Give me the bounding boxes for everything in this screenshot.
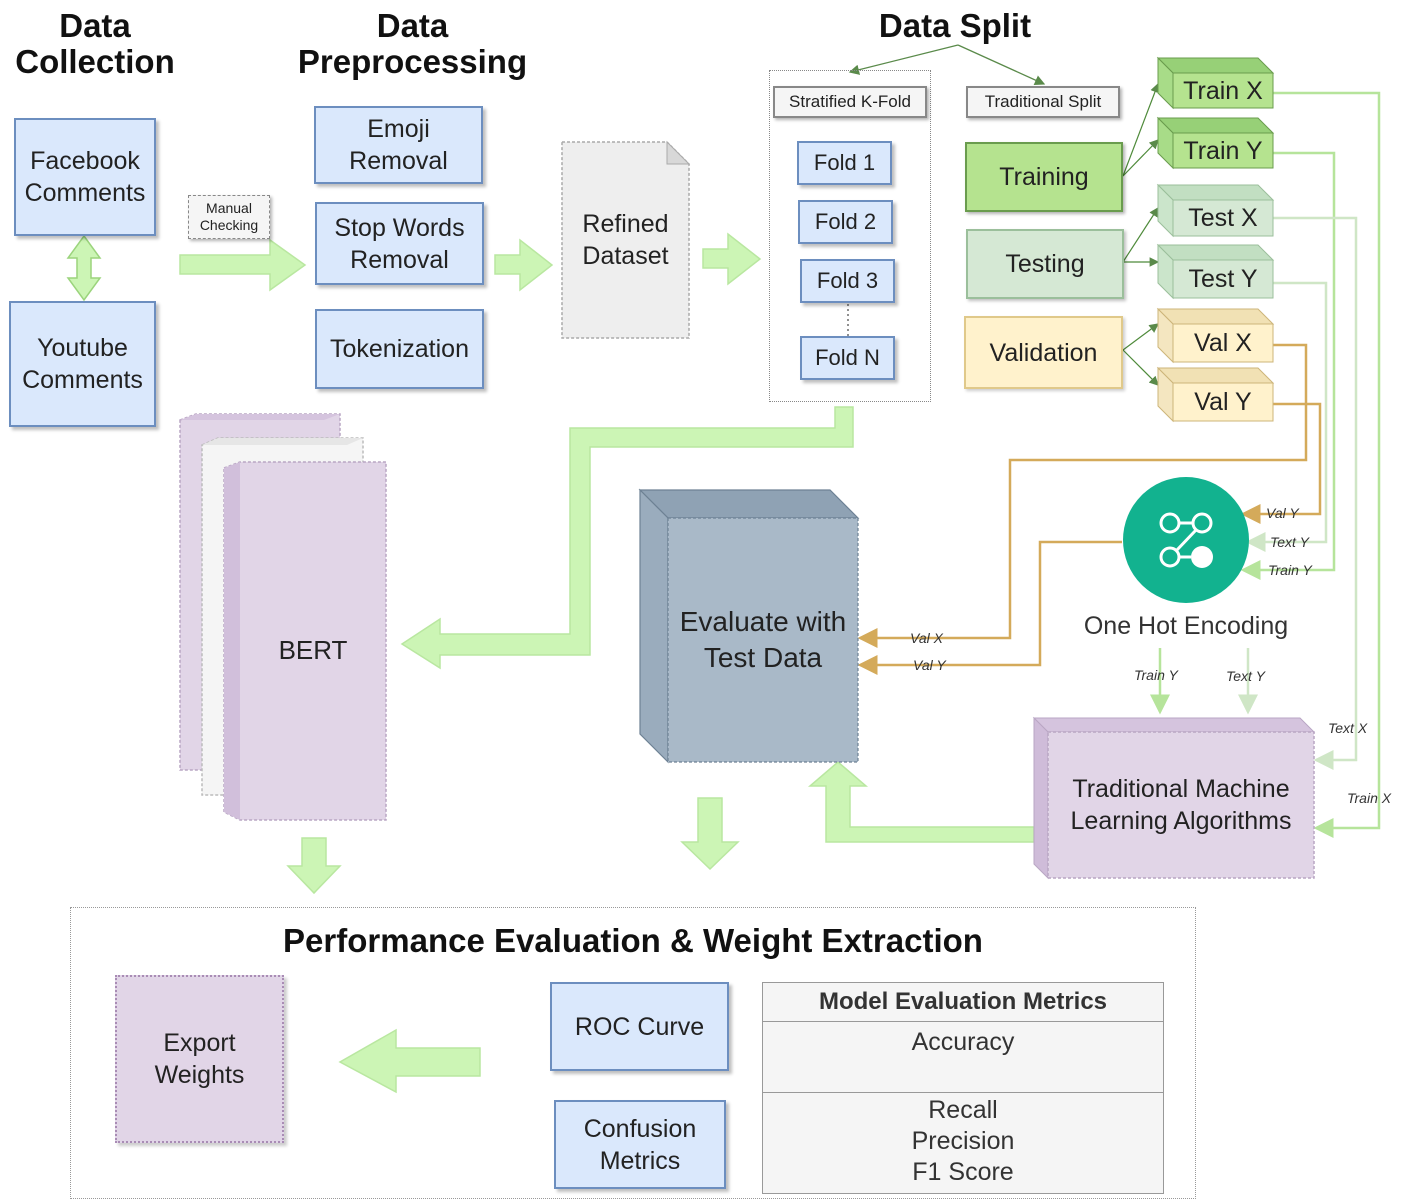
metrics-row-accuracy: Accuracy bbox=[763, 1022, 1163, 1093]
refined-dataset-shape bbox=[561, 140, 691, 339]
header-data-collection: Data Collection bbox=[15, 7, 175, 80]
arrow-bert-down bbox=[286, 837, 342, 895]
ohe-output-train-y-label: Train Y bbox=[1134, 667, 1178, 683]
metrics-table-title: Model Evaluation Metrics bbox=[763, 983, 1163, 1022]
train-y-cube bbox=[1156, 116, 1275, 170]
header-data-preprocessing: Data Preprocessing bbox=[297, 7, 528, 80]
youtube-comments-box: Youtube Comments bbox=[9, 301, 156, 427]
evaluate-cube bbox=[638, 488, 860, 764]
val-x-cube bbox=[1156, 307, 1275, 364]
confusion-metrics-box: Confusion Metrics bbox=[554, 1100, 726, 1189]
val-x-label: Val X bbox=[1194, 329, 1252, 357]
evaluate-input-val-y-label: Val Y bbox=[913, 657, 946, 673]
fold-n-box: Fold N bbox=[800, 336, 895, 380]
testing-box: Testing bbox=[966, 229, 1124, 299]
train-y-label: Train Y bbox=[1183, 136, 1263, 165]
arrow-refined-to-split bbox=[702, 232, 762, 286]
tml-cube bbox=[1032, 716, 1316, 880]
roc-curve-box: ROC Curve bbox=[550, 982, 729, 1071]
val-y-cube bbox=[1156, 366, 1275, 423]
emoji-removal-box: Emoji Removal bbox=[314, 106, 483, 184]
arrow-preprocessing-to-refined bbox=[494, 238, 554, 292]
tml-input-text-x-label: Text X bbox=[1328, 720, 1368, 736]
collection-link-arrow bbox=[66, 234, 102, 302]
ohe-output-text-y-label: Text Y bbox=[1226, 668, 1265, 684]
arrow-collection-to-preprocessing bbox=[179, 238, 307, 292]
test-y-cube bbox=[1156, 243, 1275, 300]
kfold-container bbox=[769, 70, 931, 402]
train-x-label: Train X bbox=[1183, 76, 1263, 105]
manual-checking-box: Manual Checking bbox=[188, 195, 270, 239]
metrics-table: Model Evaluation Metrics Accuracy Recall… bbox=[762, 982, 1164, 1194]
refined-dataset-label: Refined Dataset bbox=[582, 210, 669, 270]
export-weights-box: Export Weights bbox=[115, 975, 284, 1143]
stratified-kfold-box: Stratified K-Fold bbox=[773, 86, 927, 118]
tml-input-train-x-label: Train X bbox=[1347, 790, 1392, 806]
arrow-to-export bbox=[338, 1028, 481, 1094]
traditional-split-box: Traditional Split bbox=[966, 86, 1120, 118]
training-box: Training bbox=[965, 142, 1123, 212]
test-x-cube bbox=[1156, 183, 1275, 238]
facebook-comments-box: Facebook Comments bbox=[14, 118, 156, 236]
performance-title: Performance Evaluation & Weight Extracti… bbox=[283, 922, 983, 959]
validation-box: Validation bbox=[964, 316, 1123, 389]
arrow-kfold-to-bert bbox=[400, 406, 854, 670]
fold-2-box: Fold 2 bbox=[798, 200, 893, 244]
test-y-label: Test Y bbox=[1188, 265, 1258, 293]
tokenization-box: Tokenization bbox=[315, 309, 484, 389]
ohe-input-train-y-label: Train Y bbox=[1268, 562, 1312, 578]
arrow-evaluate-down bbox=[680, 797, 740, 871]
bert-label: BERT bbox=[278, 635, 348, 665]
bert-stack bbox=[179, 413, 387, 821]
tml-label: Traditional Machine Learning Algorithms bbox=[1070, 775, 1292, 835]
ohe-circle bbox=[1123, 477, 1249, 603]
train-x-cube bbox=[1156, 56, 1275, 110]
metrics-row-other: Recall Precision F1 Score bbox=[911, 1096, 1015, 1186]
evaluate-label: Evaluate with Test Data bbox=[679, 606, 847, 673]
test-x-label: Test X bbox=[1188, 204, 1258, 232]
val-y-label: Val Y bbox=[1194, 388, 1252, 416]
stop-words-removal-box: Stop Words Removal bbox=[315, 202, 484, 285]
ohe-input-val-y-label: Val Y bbox=[1266, 505, 1299, 521]
ohe-input-text-y-label: Text Y bbox=[1270, 534, 1309, 550]
arrow-tml-to-evaluate bbox=[807, 761, 1035, 843]
one-hot-encoding-label: One Hot Encoding bbox=[1083, 612, 1289, 640]
fold-3-box: Fold 3 bbox=[800, 259, 895, 303]
fold-1-box: Fold 1 bbox=[797, 141, 892, 185]
evaluate-input-val-x-label: Val X bbox=[910, 630, 943, 646]
header-data-split: Data Split bbox=[878, 7, 1032, 44]
